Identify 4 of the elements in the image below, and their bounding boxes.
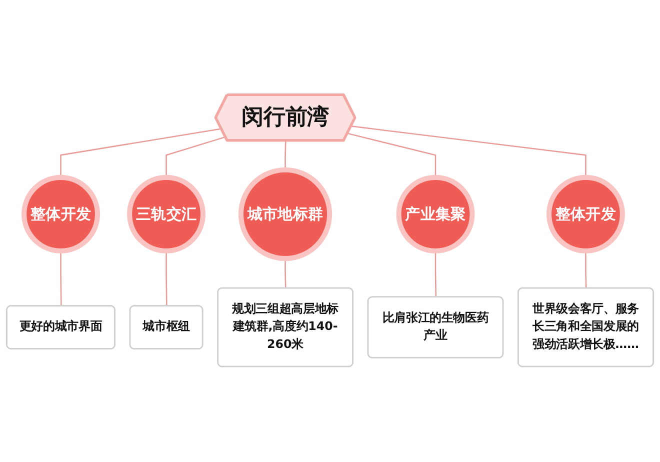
node-circle: 产业集聚 (396, 175, 475, 254)
node-circle: 整体开发 (22, 175, 100, 254)
node-circle: 整体开发 (546, 175, 625, 254)
node-circle: 三轨交汇 (127, 175, 206, 254)
